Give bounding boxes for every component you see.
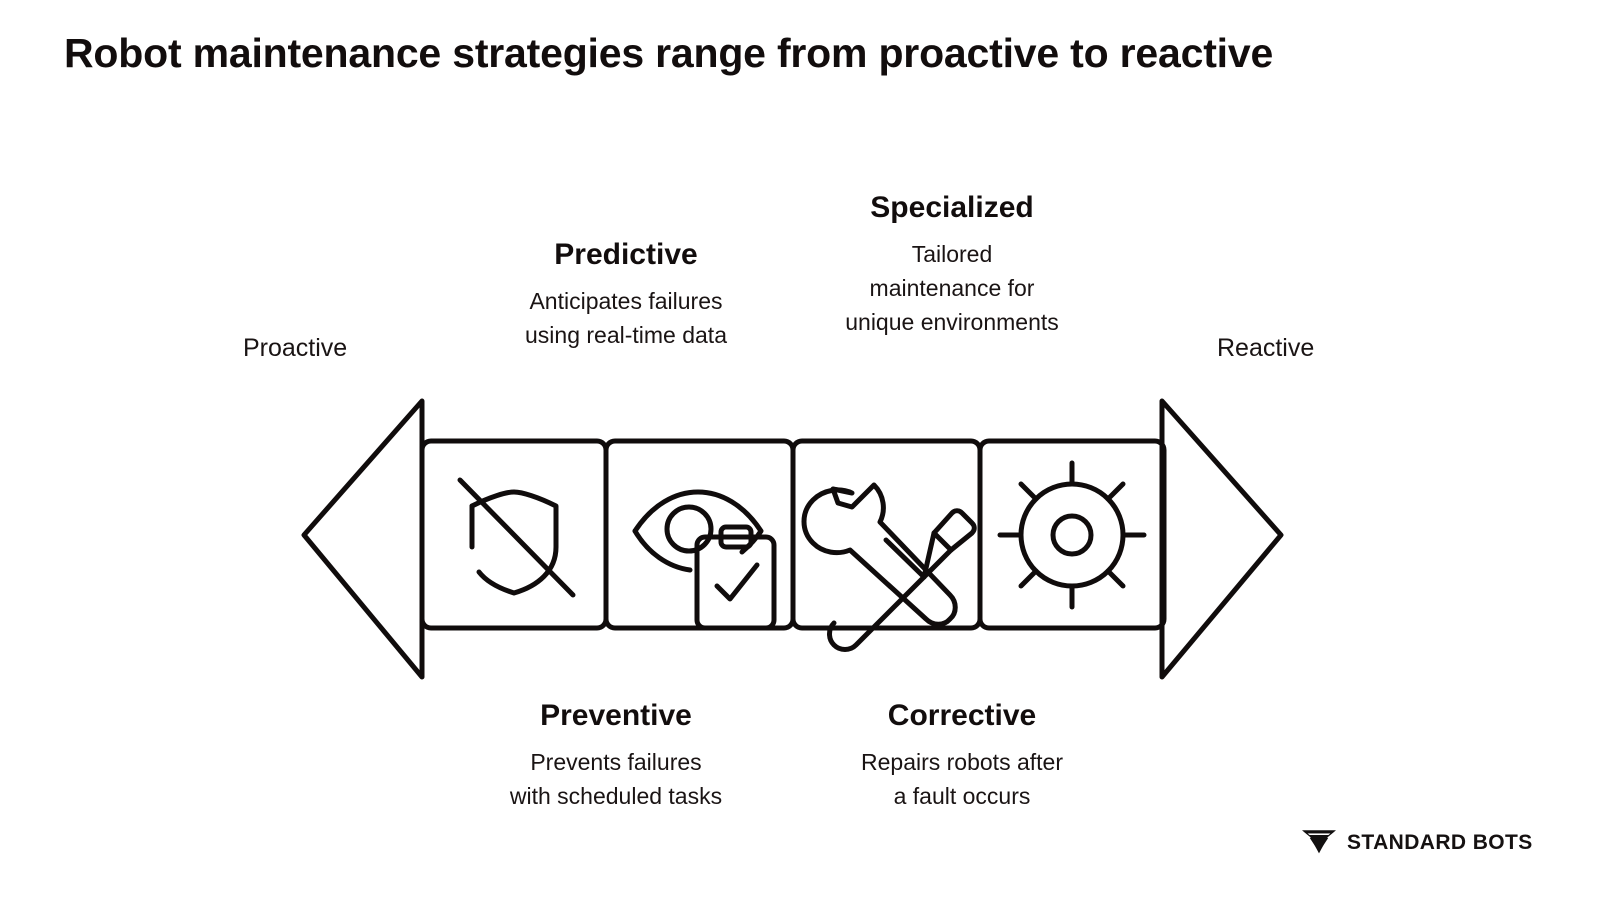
page-title: Robot maintenance strategies range from … <box>64 30 1274 76</box>
callout-specialized-title: Specialized <box>870 191 1034 224</box>
callout-specialized-description: Tailored maintenance for unique environm… <box>802 237 1102 339</box>
callout-corrective-description-line-2: a fault occurs <box>893 783 1031 810</box>
callout-specialized-description-line-1: Tailored <box>911 241 993 268</box>
callout-specialized: Specialized Tailored maintenance for uni… <box>802 190 1102 339</box>
callout-preventive: Preventive Prevents failures with schedu… <box>466 698 766 813</box>
callout-preventive-title: Preventive <box>540 699 692 732</box>
segment-box-preventive[interactable] <box>419 438 609 631</box>
callout-corrective: Corrective Repairs robots after a fault … <box>812 698 1112 813</box>
segment-box-specialized-outline <box>977 438 1167 631</box>
spectrum-left-end-label: Proactive <box>243 334 348 362</box>
hexagon-cup-logo-mark-icon <box>1302 826 1336 859</box>
segment-box-corrective[interactable] <box>790 438 983 652</box>
brand-logo: STANDARD BOTS <box>1302 826 1533 859</box>
arrowhead-left <box>301 398 425 680</box>
callout-preventive-description: Prevents failures with scheduled tasks <box>466 745 766 813</box>
wrench-screwdriver-icon <box>801 482 977 652</box>
callout-predictive: Predictive Anticipates failures using re… <box>476 237 776 352</box>
callout-corrective-title: Corrective <box>887 699 1037 732</box>
callout-corrective-description: Repairs robots after a fault occurs <box>812 745 1112 813</box>
callout-predictive-description-line-1: Anticipates failures <box>529 288 723 315</box>
arrowhead-right <box>1159 398 1284 680</box>
spectrum-diagram-svg <box>301 398 1284 680</box>
callout-specialized-description-line-3: unique environments <box>845 309 1059 336</box>
callout-predictive-description: Anticipates failures using real-time dat… <box>476 284 776 352</box>
spectrum-right-end-label: Reactive <box>1217 334 1315 362</box>
callout-preventive-description-line-2: with scheduled tasks <box>509 783 723 810</box>
callout-specialized-description-line-2: maintenance for <box>869 275 1035 302</box>
brand-name: STANDARD BOTS <box>1347 830 1533 854</box>
callout-predictive-description-line-2: using real-time data <box>525 322 727 349</box>
gear-sun-icon <box>997 460 1147 610</box>
segment-box-specialized[interactable] <box>977 438 1167 631</box>
shield-slash-icon <box>457 477 576 598</box>
callout-predictive-title: Predictive <box>554 238 698 271</box>
spectrum-diagram <box>290 385 1320 685</box>
callout-preventive-description-line-1: Prevents failures <box>530 749 702 776</box>
segment-box-predictive[interactable] <box>603 438 796 631</box>
eye-clipboard-check-icon <box>632 489 777 631</box>
callout-corrective-description-line-1: Repairs robots after <box>861 749 1063 776</box>
